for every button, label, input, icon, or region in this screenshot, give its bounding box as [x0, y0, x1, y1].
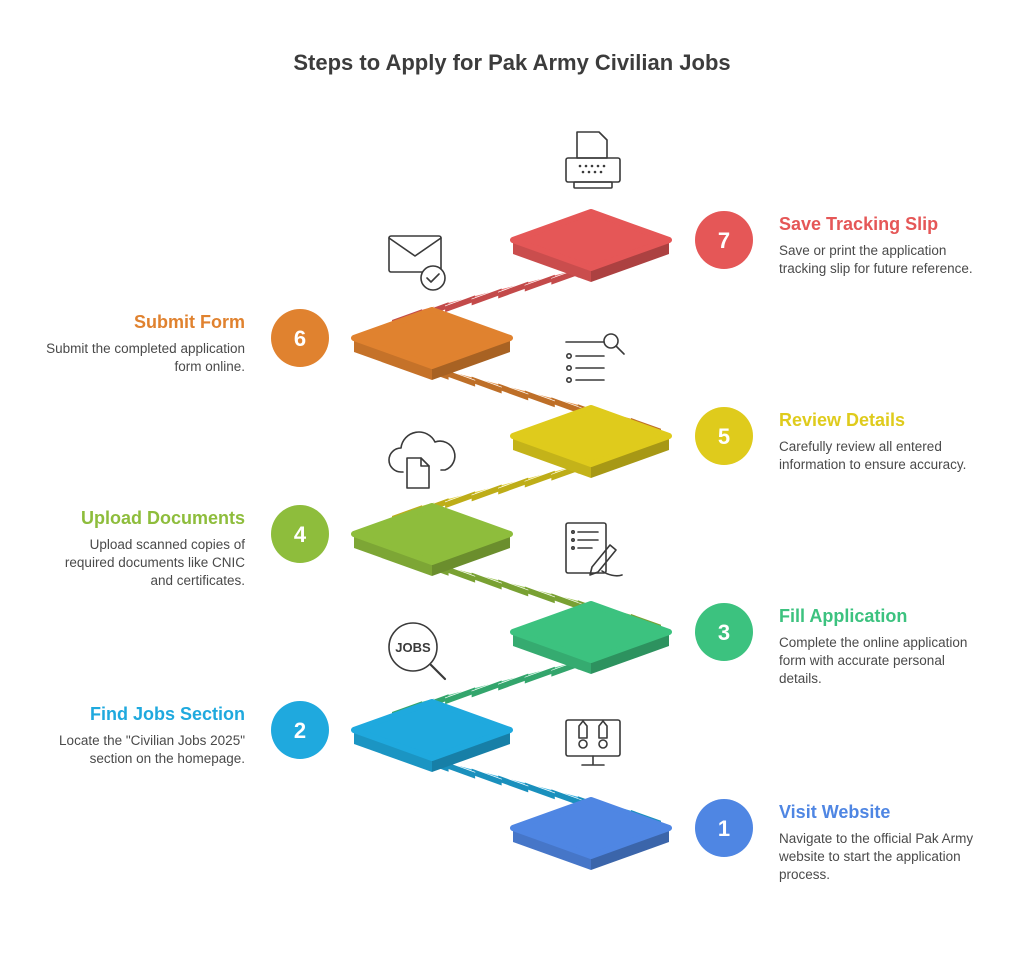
page-title: Steps to Apply for Pak Army Civilian Job… — [293, 50, 731, 75]
step-title: Find Jobs Section — [89, 704, 245, 724]
platform-step-5 — [510, 405, 672, 478]
step-title: Review Details — [779, 410, 906, 430]
step-description: Upload scanned copies of required docume… — [64, 537, 245, 588]
platform-step-1 — [510, 797, 672, 870]
step-badge-5: 5 — [695, 407, 753, 465]
step-description: Submit the completed application form on… — [46, 341, 245, 374]
step-title: Visit Website — [779, 802, 891, 822]
step-description: Navigate to the official Pak Army websit… — [779, 831, 974, 882]
step-title: Fill Application — [779, 606, 908, 626]
step-badge-3: 3 — [695, 603, 753, 661]
step-badge-4: 4 — [271, 505, 329, 563]
step-badge-2: 2 — [271, 701, 329, 759]
form-pen-icon — [565, 522, 623, 577]
step-number: 5 — [718, 424, 730, 449]
platform-step-6 — [351, 307, 513, 380]
step-description: Save or print the application tracking s… — [779, 243, 973, 276]
step-badge-7: 7 — [695, 211, 753, 269]
printer-icon — [565, 131, 621, 189]
step-title: Save Tracking Slip — [779, 214, 939, 234]
platform-step-4 — [351, 503, 513, 576]
step-number: 3 — [718, 620, 730, 645]
mail-check-icon — [388, 235, 446, 291]
platform-step-3 — [510, 601, 672, 674]
step-description: Locate the "Civilian Jobs 2025" section … — [59, 733, 245, 766]
jobs-search-icon: JOBS — [388, 622, 447, 681]
monitor-rockets-icon — [565, 719, 621, 766]
step-number: 2 — [294, 718, 306, 743]
list-search-icon — [565, 333, 625, 383]
platform-step-7 — [510, 209, 672, 282]
step-number: 7 — [718, 228, 730, 253]
svg-text:JOBS: JOBS — [395, 640, 431, 655]
step-number: 4 — [294, 522, 307, 547]
step-description: Carefully review all entered information… — [779, 439, 967, 472]
platform-step-2 — [351, 699, 513, 772]
step-title: Submit Form — [134, 312, 245, 332]
step-description: Complete the online application form wit… — [779, 635, 968, 686]
step-title: Upload Documents — [80, 508, 245, 528]
step-badge-6: 6 — [271, 309, 329, 367]
step-number: 1 — [718, 816, 730, 841]
step-badge-1: 1 — [695, 799, 753, 857]
cloud-upload-icon — [388, 431, 456, 489]
step-number: 6 — [294, 326, 306, 351]
